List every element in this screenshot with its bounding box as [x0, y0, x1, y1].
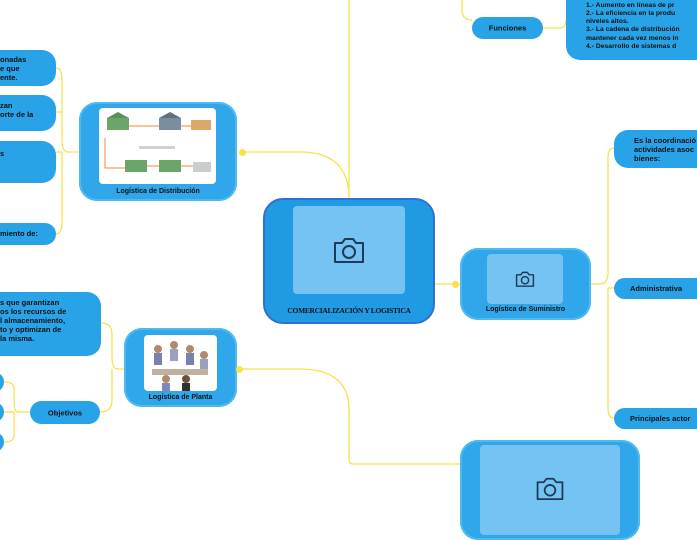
suministro-title: Logística de Suministro: [485, 306, 566, 313]
suministro-leaf-actores[interactable]: Principales actor: [614, 408, 697, 429]
bottom-image: [480, 445, 620, 535]
central-image: [293, 206, 405, 294]
connector-dot: [239, 149, 246, 156]
distribucion-leaf-1[interactable]: onadas e que ente.: [0, 50, 56, 86]
central-topic[interactable]: COMERCIALIZACIÓN Y LOGISTICA: [263, 198, 435, 324]
distribucion-leaf-4[interactable]: miento de:: [0, 223, 56, 245]
distribution-diagram-image: [99, 108, 216, 184]
warehouse-icon: [104, 112, 211, 172]
funciones-items[interactable]: 1.- Aumento en líneas de pr 2.- La efici…: [566, 0, 697, 60]
objetivos-leaf-2[interactable]: [0, 402, 4, 422]
plant-workers-image: [144, 335, 217, 391]
connector-lines: [3, 0, 615, 465]
funciones-label: Funciones: [488, 23, 527, 33]
suministro-leaf-coordinacion[interactable]: Es la coordinació actividades asoc biene…: [614, 130, 697, 168]
connector-dot: [452, 281, 459, 288]
planta-node[interactable]: Logística de Planta: [124, 328, 237, 407]
connector-dot: [236, 366, 243, 373]
suministro-image: [487, 254, 563, 304]
suministro-leaf-administrativa[interactable]: Administrativa: [614, 278, 697, 299]
planta-leaf-description[interactable]: s que garantizan os los recursos de l al…: [0, 292, 101, 356]
objetivos-label: Objetivos: [47, 408, 83, 417]
distribucion-title: Logística de Distribución: [116, 188, 200, 195]
camera-icon: [536, 477, 564, 501]
central-title: COMERCIALIZACIÓN Y LOGISTICA: [287, 306, 411, 315]
camera-icon: [334, 238, 364, 263]
bottom-image-node[interactable]: [460, 440, 640, 540]
distribucion-node[interactable]: Logística de Distribución: [79, 102, 237, 201]
objetivos-node[interactable]: Objetivos: [30, 401, 100, 424]
suministro-node[interactable]: Logística de Suministro: [460, 248, 591, 320]
planta-title: Logística de Planta: [148, 394, 213, 401]
distribucion-leaf-3[interactable]: s: [0, 141, 56, 183]
objetivos-leaf-1[interactable]: [0, 372, 4, 392]
funciones-node[interactable]: Funciones: [472, 17, 543, 39]
objetivos-leaf-3[interactable]: [0, 432, 4, 452]
camera-icon: [515, 271, 535, 287]
people-icon: [152, 341, 208, 391]
distribucion-leaf-2[interactable]: zan orte de la: [0, 95, 56, 131]
